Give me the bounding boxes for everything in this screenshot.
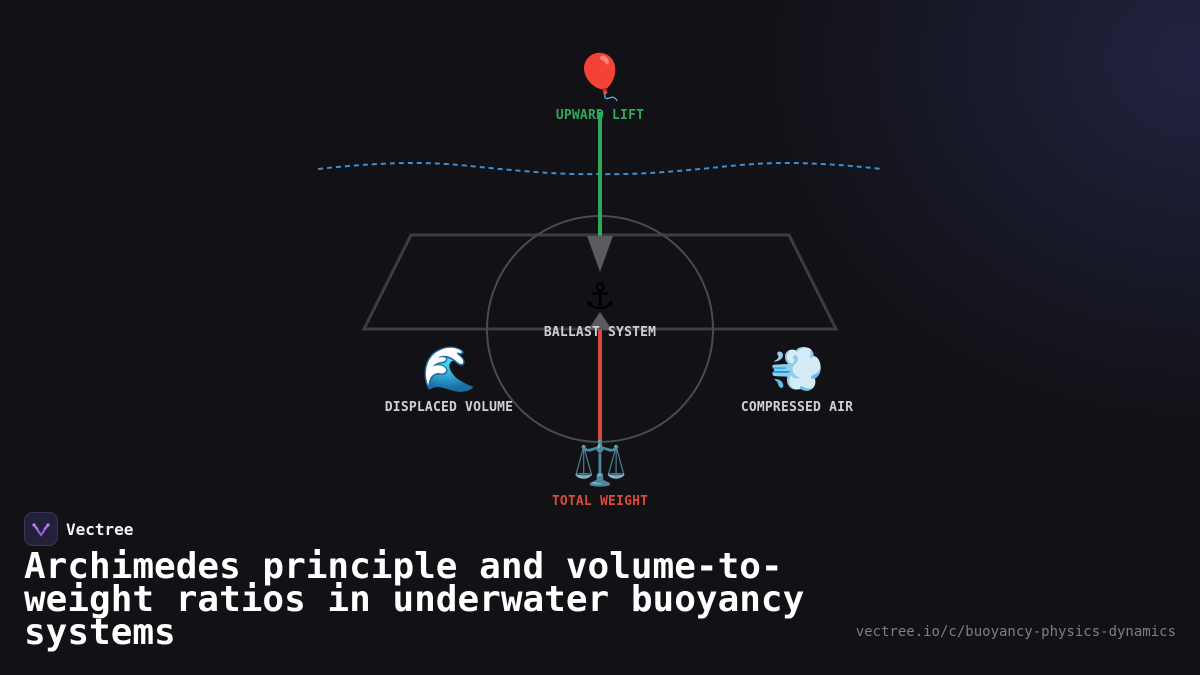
compressed-air-label: COMPRESSED AIR xyxy=(740,400,854,415)
brand: Vectree xyxy=(24,512,133,546)
wind-icon: 💨 xyxy=(769,344,825,395)
wave-icon: 🌊 xyxy=(421,344,477,395)
vectree-logo-icon xyxy=(24,512,58,546)
upward-lift-label: UPWARD LIFT xyxy=(555,108,645,123)
displaced-volume-node: 🌊 DISPLACED VOLUME xyxy=(329,344,569,416)
displaced-volume-label: DISPLACED VOLUME xyxy=(384,400,514,415)
total-weight-label: TOTAL WEIGHT xyxy=(551,494,649,509)
anchor-icon: ⚓ xyxy=(586,269,614,320)
upward-lift-node: 🎈 UPWARD LIFT xyxy=(480,52,720,124)
weight-arrowhead xyxy=(588,312,612,330)
balloon-icon: 🎈 xyxy=(572,52,628,103)
compressed-air-node: 💨 COMPRESSED AIR xyxy=(677,344,917,416)
brand-name: Vectree xyxy=(66,519,134,539)
ballast-system-node: ⚓ BALLAST SYSTEM xyxy=(480,269,720,341)
scales-icon: ⚖️ xyxy=(572,438,628,489)
source-url: vectree.io/c/buoyancy-physics-dynamics xyxy=(855,624,1176,640)
lift-arrowhead xyxy=(587,236,613,272)
ballast-system-label: BALLAST SYSTEM xyxy=(543,325,657,340)
page-title: Archimedes principle and volume-to-weigh… xyxy=(24,546,805,653)
total-weight-node: ⚖️ TOTAL WEIGHT xyxy=(480,438,720,510)
